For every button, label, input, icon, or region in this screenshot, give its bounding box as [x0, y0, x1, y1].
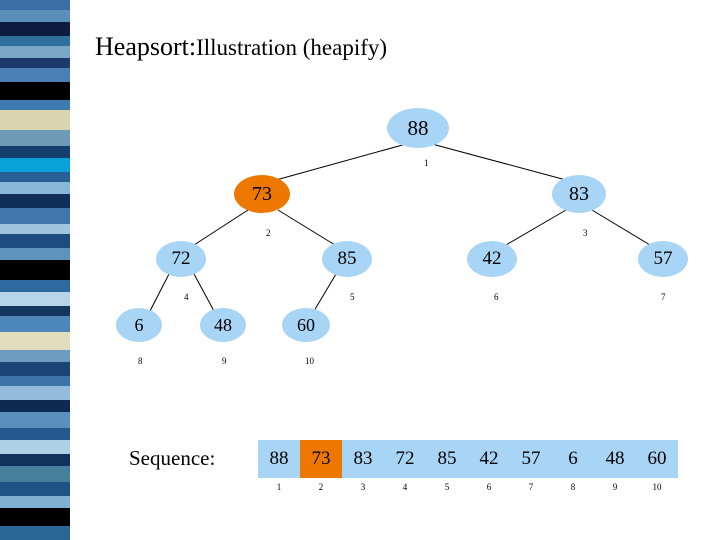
strip-band-14: [0, 182, 70, 194]
tree-node-6: 42: [467, 241, 517, 277]
strip-band-32: [0, 428, 70, 440]
decorative-left-strip: [0, 0, 70, 540]
strip-band-13: [0, 172, 70, 182]
strip-band-17: [0, 224, 70, 234]
sequence-cell-3: 83: [342, 440, 384, 478]
strip-band-21: [0, 280, 70, 292]
strip-band-22: [0, 292, 70, 306]
strip-band-2: [0, 22, 70, 36]
strip-band-25: [0, 332, 70, 350]
sequence-cell-index-10: 10: [652, 482, 662, 492]
strip-band-7: [0, 82, 70, 100]
sequence-cell-1: 88: [258, 440, 300, 478]
tree-node-index-7: 7: [661, 292, 666, 302]
sequence-cell-index-6: 6: [486, 482, 492, 492]
tree-node-7: 57: [638, 241, 688, 277]
tree-node-9: 48: [200, 308, 246, 342]
title-main: Heapsort:: [95, 32, 197, 61]
page-title: Heapsort:Illustration (heapify): [95, 32, 387, 62]
tree-node-index-6: 6: [494, 292, 499, 302]
tree-node-index-5: 5: [350, 292, 355, 302]
tree-edge-83-57: [591, 209, 651, 246]
sequence-cell-2: 73: [300, 440, 342, 478]
strip-band-30: [0, 400, 70, 412]
tree-node-index-8: 8: [138, 356, 143, 366]
tree-node-5: 85: [322, 241, 372, 277]
strip-band-4: [0, 46, 70, 58]
tree-node-index-1: 1: [424, 158, 429, 168]
sequence-cell-6: 42: [468, 440, 510, 478]
tree-node-index-10: 10: [305, 356, 314, 366]
sequence-label: Sequence:: [129, 446, 216, 470]
sequence-cell-index-2: 2: [318, 482, 324, 492]
strip-band-19: [0, 248, 70, 260]
strip-band-15: [0, 194, 70, 208]
sequence-cell-index-7: 7: [528, 482, 534, 492]
strip-band-1: [0, 10, 70, 22]
sequence-cell-7: 57: [510, 440, 552, 478]
sequence-cell-9: 48: [594, 440, 636, 478]
tree-node-3: 83: [552, 175, 606, 213]
strip-band-26: [0, 350, 70, 362]
tree-edge-85-60: [313, 273, 337, 312]
strip-band-3: [0, 36, 70, 46]
tree-node-index-3: 3: [583, 228, 588, 238]
strip-band-11: [0, 146, 70, 158]
strip-band-24: [0, 316, 70, 332]
tree-edge-72-6: [149, 273, 170, 312]
strip-band-10: [0, 130, 70, 146]
title-subtitle: Illustration (heapify): [196, 35, 388, 60]
strip-band-20: [0, 260, 70, 280]
strip-band-36: [0, 482, 70, 496]
strip-band-33: [0, 440, 70, 454]
strip-band-0: [0, 0, 70, 10]
sequence-cell-index-1: 1: [276, 482, 282, 492]
tree-node-index-4: 4: [184, 292, 189, 302]
strip-band-9: [0, 110, 70, 130]
strip-band-12: [0, 158, 70, 172]
tree-edge-83-42: [505, 209, 567, 246]
tree-node-index-2: 2: [266, 228, 271, 238]
sequence-cell-5: 85: [426, 440, 468, 478]
sequence-cell-index-5: 5: [444, 482, 450, 492]
tree-edges: [149, 143, 651, 312]
strip-band-27: [0, 362, 70, 376]
strip-band-6: [0, 68, 70, 82]
strip-band-38: [0, 508, 70, 526]
sequence-cell-index-3: 3: [360, 482, 366, 492]
strip-band-34: [0, 454, 70, 466]
tree-edge-88-83: [431, 143, 567, 181]
strip-band-8: [0, 100, 70, 110]
strip-band-31: [0, 412, 70, 428]
strip-band-28: [0, 376, 70, 386]
sequence-cell-index-9: 9: [612, 482, 618, 492]
heap-tree-diagram: 88 1 73 2 83 3 72 4 85 5 42 6 57 7 6 8 48 9 60 10: [116, 108, 688, 366]
sequence-cell-index-8: 8: [570, 482, 576, 492]
strip-band-29: [0, 386, 70, 400]
sequence-index-row: 1 2 3 4 5 6 7 8 9 10: [258, 482, 678, 492]
tree-edge-88-73: [275, 143, 407, 181]
strip-band-5: [0, 58, 70, 68]
sequence-cell-index-4: 4: [402, 482, 408, 492]
strip-band-16: [0, 208, 70, 224]
tree-node-10: 60: [282, 308, 330, 342]
tree-edge-73-72: [193, 209, 249, 246]
tree-node-4: 72: [156, 241, 206, 277]
tree-edge-72-48: [193, 273, 215, 312]
tree-edge-73-85: [277, 209, 336, 246]
strip-band-39: [0, 526, 70, 540]
strip-band-18: [0, 234, 70, 248]
sequence-cell-10: 60: [636, 440, 678, 478]
sequence-cell-4: 72: [384, 440, 426, 478]
tree-node-index-9: 9: [222, 356, 227, 366]
tree-node-8: 6: [116, 308, 162, 342]
strip-band-37: [0, 496, 70, 508]
strip-band-35: [0, 466, 70, 482]
strip-band-23: [0, 306, 70, 316]
tree-node-1: 88: [387, 108, 449, 148]
tree-node-2: 73: [234, 175, 290, 213]
sequence-cell-8: 6: [552, 440, 594, 478]
